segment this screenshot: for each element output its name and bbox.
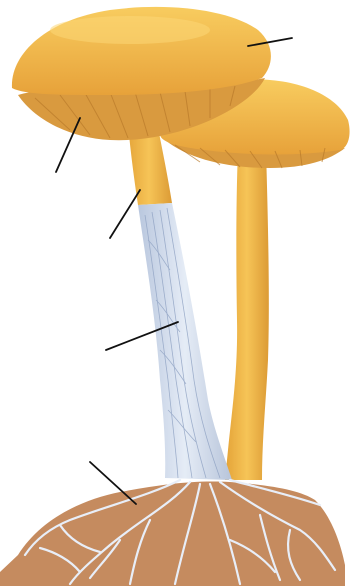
right-stalk [225, 150, 269, 480]
left-cap-highlight [50, 16, 210, 44]
pointer-stalk [110, 190, 140, 238]
